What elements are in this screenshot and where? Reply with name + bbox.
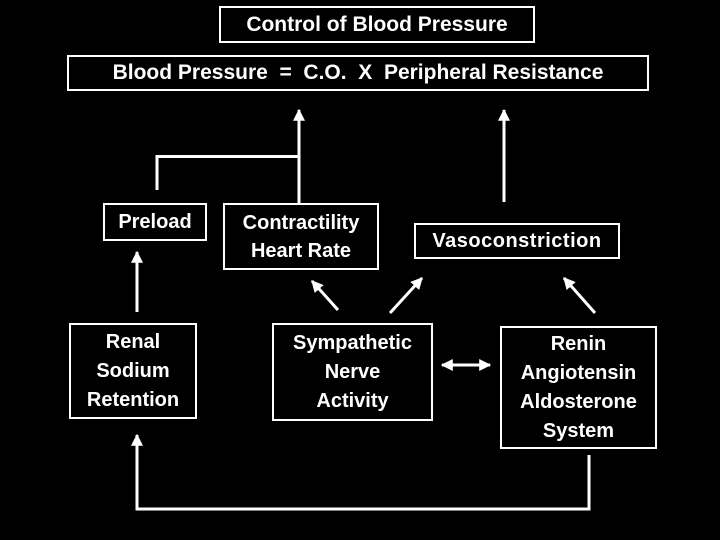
connector-preload-elbow xyxy=(155,155,299,190)
node-contractility-line-1: Contractility xyxy=(242,211,360,234)
node-sympathetic-line-2: Nerve xyxy=(324,360,381,383)
node-vasoconstriction: Vasoconstriction xyxy=(414,223,620,259)
blood-pressure-equation-box: Blood Pressure = C.O. X Peripheral Resis… xyxy=(67,55,649,91)
node-renal-sodium-retention: Renal Sodium Retention xyxy=(69,323,197,419)
node-preload-label: Preload xyxy=(118,210,192,233)
node-renal-line-3: Retention xyxy=(86,388,180,411)
arrow-sympathetic-to-vasoconstriction xyxy=(388,276,424,315)
arrow-renin-to-vasoconstriction xyxy=(562,277,597,314)
node-sympathetic-nerve-activity: Sympathetic Nerve Activity xyxy=(272,323,433,421)
node-preload: Preload xyxy=(103,203,207,241)
slide-title-box: Control of Blood Pressure xyxy=(219,6,535,43)
node-contractility-line-2: Heart Rate xyxy=(250,239,352,262)
node-vasoconstriction-label: Vasoconstriction xyxy=(432,229,602,252)
node-renal-line-2: Sodium xyxy=(96,359,170,382)
slide-title: Control of Blood Pressure xyxy=(246,12,508,36)
blood-pressure-equation: Blood Pressure = C.O. X Peripheral Resis… xyxy=(112,61,604,84)
node-sympathetic-line-3: Activity xyxy=(316,389,389,412)
node-renin-line-4: System xyxy=(542,419,615,442)
node-renin-line-3: Aldosterone xyxy=(520,390,637,413)
node-sympathetic-line-1: Sympathetic xyxy=(293,331,412,354)
arrow-sympathetic-to-contractility xyxy=(310,279,340,312)
node-renal-line-1: Renal xyxy=(105,330,161,353)
node-renin-line-1: Renin xyxy=(550,332,607,355)
node-contractility-heart-rate: Contractility Heart Rate xyxy=(223,203,379,270)
node-renin-line-2: Angiotensin xyxy=(520,361,637,384)
node-renin-angiotensin-aldosterone-system: Renin Angiotensin Aldosterone System xyxy=(500,326,657,449)
